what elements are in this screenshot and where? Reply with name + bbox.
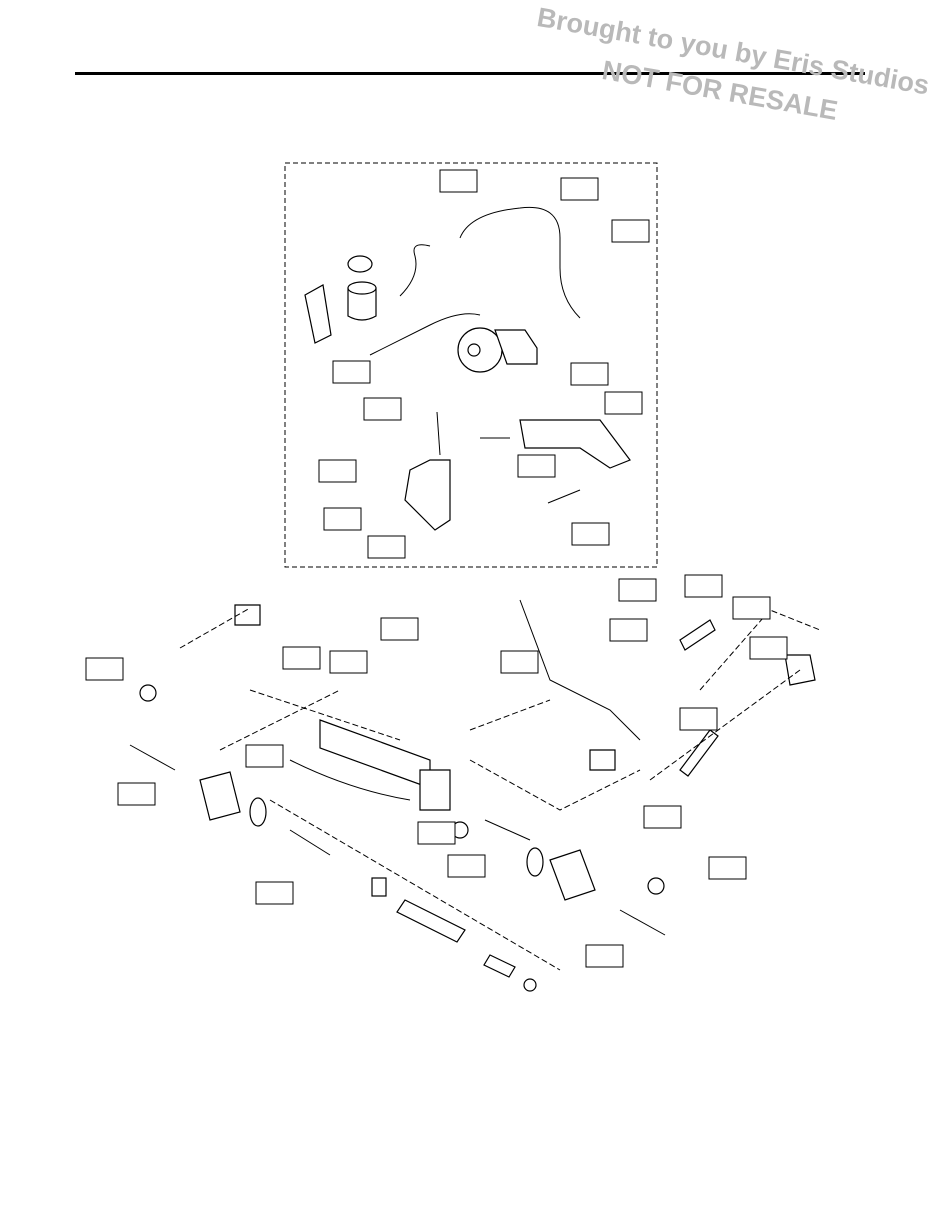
- pump-bracket: [404, 459, 451, 531]
- torque-label-box: [609, 618, 648, 642]
- torque-label-box: [417, 821, 456, 845]
- clamp-right: [589, 749, 616, 771]
- pipe-right: [519, 599, 641, 741]
- pump-assembly-frame: [284, 162, 658, 568]
- valve-fitting: [679, 619, 716, 651]
- torque-label-box: [447, 854, 486, 878]
- torque-label-box: [585, 944, 624, 968]
- tie-rod-end-left: [129, 744, 176, 771]
- reservoir-bracket: [304, 284, 332, 344]
- pipe-left: [289, 759, 411, 801]
- inner-tie-rod-right: [484, 819, 531, 841]
- castle-nut-right: [647, 877, 665, 895]
- stay-bolt: [547, 489, 581, 504]
- pump-stay: [519, 419, 631, 469]
- rack-bushing: [371, 877, 387, 897]
- torque-label-box: [117, 782, 156, 806]
- torque-label-box: [255, 881, 294, 905]
- boot-clip-left: [249, 797, 267, 827]
- torque-label-box: [329, 650, 368, 674]
- rack-end: [483, 954, 516, 978]
- pulley-hole: [467, 343, 481, 357]
- reservoir-neck: [347, 281, 377, 295]
- clamp-left: [234, 604, 261, 626]
- torque-label-box: [604, 391, 643, 415]
- torque-label-box: [282, 646, 321, 670]
- torque-label-box: [708, 856, 747, 880]
- long-bolt: [436, 411, 441, 456]
- torque-label-box: [749, 636, 788, 660]
- torque-label-box: [571, 522, 610, 546]
- torque-label-box: [439, 169, 478, 193]
- torque-label-box: [560, 177, 599, 201]
- torque-label-box: [85, 657, 124, 681]
- torque-label-box: [679, 707, 718, 731]
- torque-label-box: [684, 574, 723, 598]
- torque-label-box: [500, 650, 539, 674]
- steering-gearbox-housing: [319, 719, 431, 789]
- torque-label-box: [570, 362, 609, 386]
- torque-label-box: [517, 454, 556, 478]
- torque-label-box: [318, 459, 357, 483]
- parts-group: [129, 206, 816, 992]
- o-ring: [523, 978, 537, 992]
- assembly-dash-lines: [179, 607, 821, 971]
- inner-tie-rod-left: [289, 829, 331, 856]
- torque-label-box: [618, 578, 657, 602]
- pinion-shaft: [679, 729, 719, 777]
- label-boxes: [85, 169, 788, 968]
- torque-label-box: [732, 596, 771, 620]
- reservoir-tank: [347, 287, 377, 321]
- castle-nut-left: [139, 684, 157, 702]
- boot-left: [199, 771, 241, 821]
- rack-bar: [396, 899, 466, 943]
- tie-rod-end-right: [619, 909, 666, 936]
- torque-label-box: [643, 805, 682, 829]
- boot-right: [549, 849, 596, 901]
- suction-hose: [399, 244, 431, 297]
- torque-label-box: [363, 397, 402, 421]
- pressure-pipe: [459, 206, 581, 319]
- torque-label-box: [245, 744, 284, 768]
- boot-clip-right: [526, 847, 544, 877]
- torque-label-box: [332, 360, 371, 384]
- torque-label-box: [380, 617, 419, 641]
- torque-label-box: [611, 219, 650, 243]
- torque-label-box: [367, 535, 406, 559]
- header-rule: [75, 72, 865, 75]
- oil-pump-body: [494, 329, 538, 365]
- valve-assembly: [419, 769, 451, 811]
- return-hose: [369, 313, 481, 356]
- adapter-fitting: [784, 654, 816, 686]
- torque-label-box: [323, 507, 362, 531]
- reservoir-cap: [347, 255, 373, 273]
